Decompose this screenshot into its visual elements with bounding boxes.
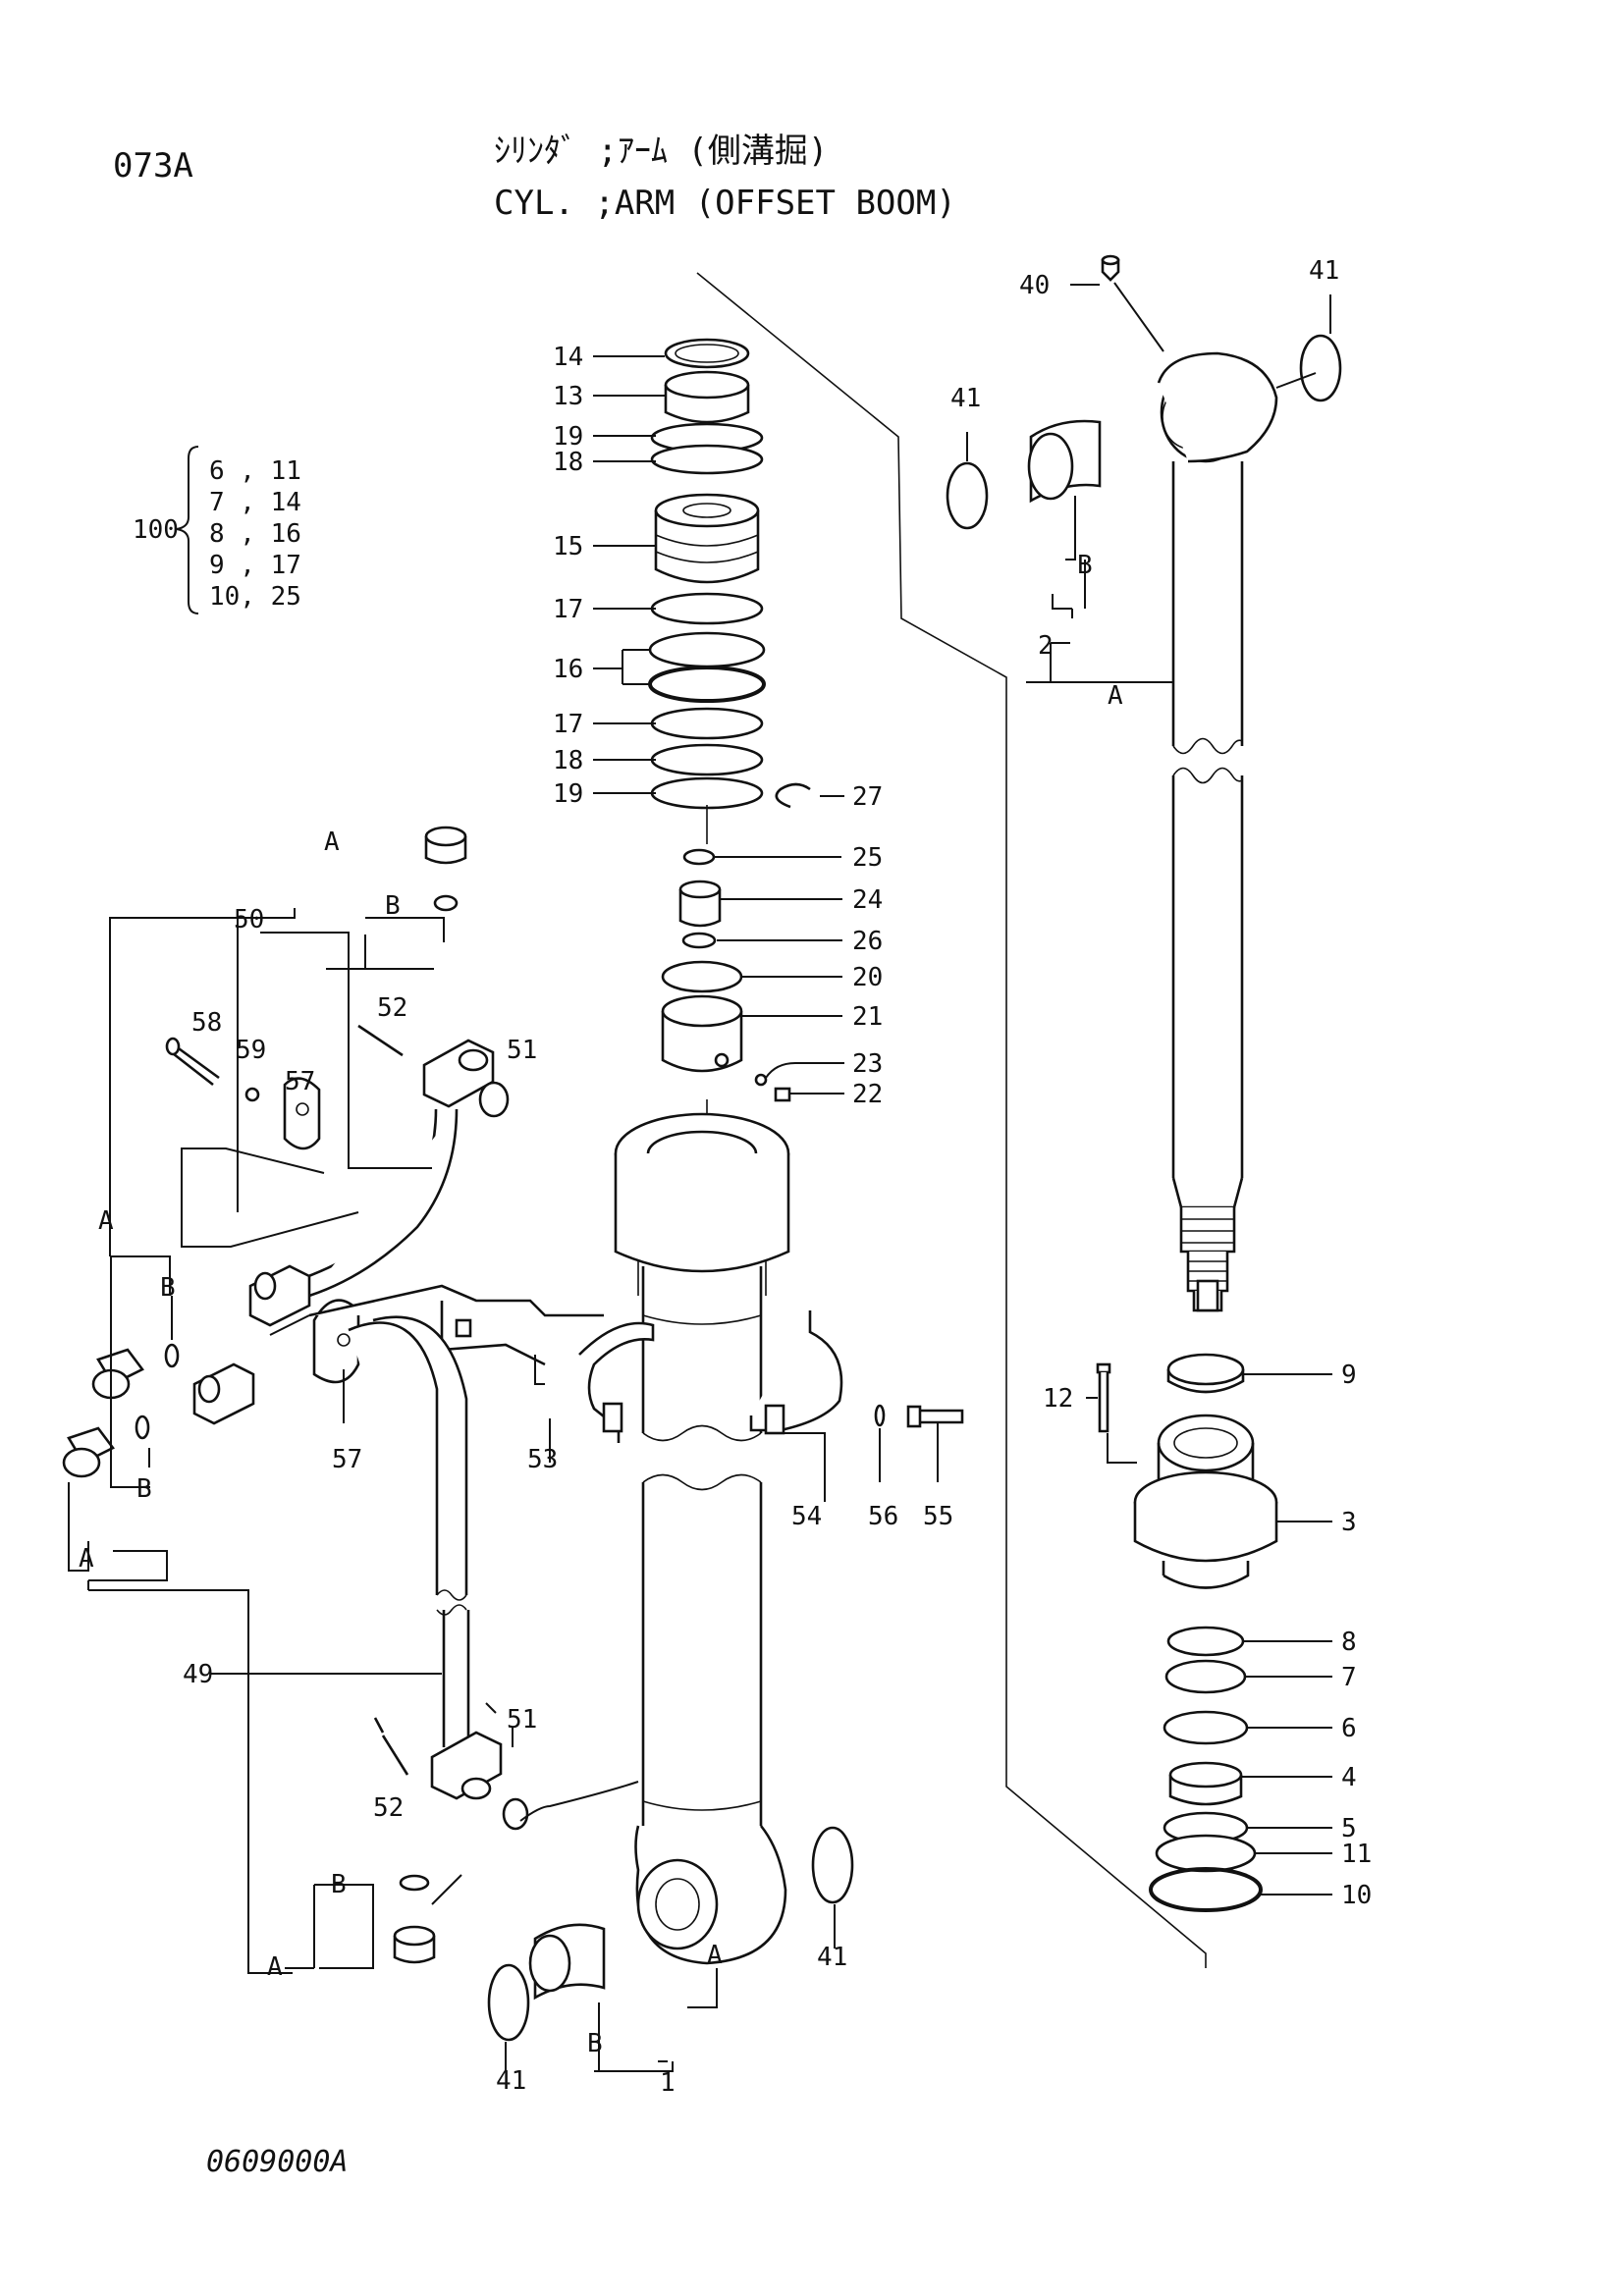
- callout-21: 21: [852, 1002, 883, 1032]
- callout-18-bottom: 18: [553, 746, 583, 775]
- callout-58: 58: [191, 1008, 222, 1038]
- callout-24: 24: [852, 885, 883, 915]
- callout-51-bottom: 51: [507, 1705, 537, 1735]
- letter-a-top-left: A: [324, 828, 340, 857]
- callout-7: 7: [1341, 1663, 1357, 1692]
- letter-a-bottom: A: [707, 1941, 723, 1970]
- letter-a-right: A: [1108, 681, 1123, 711]
- callout-27: 27: [852, 782, 883, 812]
- svg-text:7 , 14: 7 , 14: [209, 488, 301, 517]
- callout-57-top: 57: [285, 1067, 315, 1096]
- leader-lines: [68, 282, 1332, 2072]
- callout-3: 3: [1341, 1508, 1357, 1537]
- callout-59: 59: [236, 1036, 266, 1065]
- callout-5: 5: [1341, 1814, 1357, 1843]
- callout-56: 56: [868, 1502, 898, 1531]
- svg-text:9 , 17: 9 , 17: [209, 551, 301, 580]
- page-code: 073A: [113, 146, 193, 186]
- title-japanese: ｼﾘﾝﾀﾞ ;ｱｰﾑ (側溝掘): [494, 132, 828, 171]
- bottom-bushing: [487, 1826, 854, 2042]
- letter-b-top-left: B: [385, 891, 401, 921]
- callout-51-top: 51: [507, 1036, 537, 1065]
- piston-seal-stack: [648, 338, 811, 1102]
- callout-4: 4: [1341, 1763, 1357, 1792]
- callout-9: 9: [1341, 1361, 1357, 1390]
- hydraulic-piping: [62, 826, 964, 1964]
- callout-8: 8: [1341, 1628, 1357, 1657]
- callout-40: 40: [1019, 271, 1050, 300]
- svg-text:8 , 16: 8 , 16: [209, 519, 301, 549]
- callout-52-bottom: 52: [373, 1793, 404, 1823]
- callout-11: 11: [1341, 1840, 1372, 1869]
- letter-b-bottom-left: B: [331, 1870, 347, 1899]
- callout-10: 10: [1341, 1881, 1372, 1910]
- callout-labels: 14 13 19 18 15 17 16 17 18 19 27 25 24 2…: [79, 256, 1372, 2098]
- piston-rod: [946, 254, 1342, 1312]
- letter-b-left-2: B: [136, 1474, 152, 1504]
- callout-20: 20: [852, 963, 883, 992]
- callout-41-bottom-right: 41: [817, 1943, 847, 1972]
- callout-50: 50: [234, 905, 264, 934]
- kit-bracket: 100 6 , 11 7 , 14 8 , 16 9 , 17 10, 25: [133, 446, 301, 614]
- callout-41-right: 41: [950, 384, 981, 413]
- callout-14: 14: [553, 343, 583, 372]
- callout-41-top-right: 41: [1309, 256, 1339, 286]
- letter-b-bottom: B: [587, 2029, 603, 2058]
- letter-a-bottom-left: A: [267, 1952, 283, 1982]
- svg-text:10, 25: 10, 25: [209, 582, 301, 612]
- callout-19-bottom: 19: [553, 779, 583, 809]
- letter-b-right: B: [1077, 551, 1093, 580]
- callout-52-top: 52: [377, 993, 407, 1023]
- callout-54: 54: [791, 1502, 822, 1531]
- drawing-number: 0609000A: [206, 2145, 349, 2179]
- callout-41-bottom-left: 41: [496, 2066, 526, 2096]
- callout-49: 49: [183, 1660, 213, 1689]
- callout-16: 16: [553, 655, 583, 684]
- callout-2: 2: [1038, 631, 1054, 661]
- callout-18-top: 18: [553, 448, 583, 477]
- cylinder-tube: [614, 1112, 790, 1965]
- gland-assembly: [1096, 1353, 1278, 1912]
- callout-17-bottom: 17: [553, 710, 583, 739]
- letter-a-left-2: A: [79, 1544, 94, 1574]
- callout-53: 53: [527, 1445, 558, 1474]
- callout-26: 26: [852, 927, 883, 956]
- callout-6: 6: [1341, 1714, 1357, 1743]
- svg-text:100: 100: [133, 515, 179, 545]
- callout-17-top: 17: [553, 595, 583, 624]
- callout-19-top: 19: [553, 422, 583, 452]
- callout-23: 23: [852, 1049, 883, 1079]
- callout-15: 15: [553, 532, 583, 561]
- callout-12: 12: [1043, 1384, 1073, 1414]
- callout-25: 25: [852, 843, 883, 873]
- callout-55: 55: [923, 1502, 953, 1531]
- title-english: CYL. ;ARM (OFFSET BOOM): [494, 184, 956, 223]
- callout-13: 13: [553, 382, 583, 411]
- callout-57-bottom: 57: [332, 1445, 362, 1474]
- callout-1: 1: [660, 2068, 676, 2098]
- letter-a-left: A: [98, 1206, 114, 1236]
- callout-22: 22: [852, 1080, 883, 1109]
- svg-text:6 , 11: 6 , 11: [209, 456, 301, 486]
- explode-lines: [696, 272, 1207, 1968]
- letter-b-left: B: [160, 1273, 176, 1303]
